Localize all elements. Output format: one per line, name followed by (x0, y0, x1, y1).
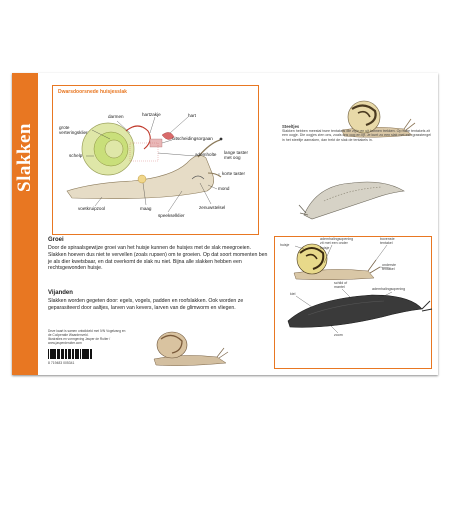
label-korte-taster: korte taster (222, 171, 245, 176)
anatomy-label-huisje: huisje (280, 243, 290, 247)
intestine (125, 125, 151, 150)
barcode-bar (52, 349, 54, 359)
barcode-bar (82, 349, 83, 359)
barcode-bar (75, 349, 77, 359)
steeltjes-heading: Steeltjes (282, 124, 300, 129)
barcode-bar (85, 349, 86, 359)
label-darmen: darmen (108, 114, 124, 119)
barcode-bar (57, 349, 58, 359)
anatomy-label-ademhalingsopening: ademhalingsopening zit met een onder hui… (320, 237, 354, 250)
anatomy-label-kiel: kiel (290, 292, 296, 296)
barcode-bar (88, 349, 89, 359)
barcode-bar (54, 349, 55, 359)
nerve-ring (191, 175, 205, 180)
label-zenuwstelsel: zenuwstelsel (199, 205, 226, 210)
label-uitscheidingsorgaan: uitscheidingsorgaan (172, 136, 213, 141)
label-ademholte: ademholte (195, 152, 217, 157)
label-speekselklier: speekselklier (158, 213, 185, 218)
anatomy-label-ademhalingsopening-2: ademhalingsopening (372, 287, 406, 291)
barcode-bar (71, 349, 72, 359)
short-tentacle (207, 172, 222, 178)
snail-external-illustration (293, 243, 391, 281)
barcode-bar (81, 349, 82, 359)
groei-heading: Groei (48, 237, 64, 243)
barcode-bar (78, 349, 79, 359)
anatomy-label-onderste-tentakel: onderste tentakel (382, 263, 396, 272)
slug-external-illustration (287, 288, 433, 334)
barcode-bar (55, 349, 56, 359)
barcode-bar (86, 349, 88, 359)
groei-text: Door de spiraalsgewijze groei van het hu… (48, 245, 268, 272)
label-voetkruipzool: voetkruipzool (78, 206, 106, 211)
steeltjes-text: Slakken hebben meestal twee tentakels di… (282, 129, 432, 142)
barcode-bar (65, 349, 67, 359)
barcode-bar (63, 349, 64, 359)
barcode-bar (68, 349, 70, 359)
snail-illustration-top (341, 100, 416, 138)
label-hart: hart (188, 113, 196, 118)
barcode-bar (62, 349, 63, 359)
anatomy-label-bovenste-tentakel: bovenste tentakel (380, 237, 395, 246)
snail-body (66, 155, 214, 199)
barcode-bar (58, 349, 60, 359)
barcode-bar (64, 349, 65, 359)
snail-illustration-bottom (153, 331, 229, 366)
barcode-bar (67, 349, 68, 359)
barcode-bar (77, 349, 78, 359)
label-hartzakje: hartzakje (142, 112, 161, 117)
barcode-bar (89, 349, 90, 359)
shell-inner (104, 139, 124, 159)
label-mond: mond (218, 186, 230, 191)
vijanden-text: Slakken worden gegeten door: egels, voge… (48, 298, 244, 311)
barcode-bar (83, 349, 85, 359)
label-schelp: schelp (69, 153, 83, 158)
snail-cross-section-illustration (66, 116, 223, 213)
barcode-bar (56, 349, 57, 359)
tentacle-eye (219, 137, 223, 141)
anatomy-label-zoom: zoom (334, 333, 343, 337)
slug-illustration (298, 181, 405, 220)
side-title-bar (12, 73, 38, 375)
long-tentacle (197, 139, 221, 158)
heart (161, 132, 175, 140)
vijanden-heading: Vijanden (48, 290, 73, 296)
cross-section-leaders (86, 116, 220, 213)
stomach (137, 174, 147, 184)
barcode-bar (72, 349, 74, 359)
barcode-bar (70, 349, 71, 359)
barcode-bar (90, 349, 92, 359)
barcode-bar (79, 349, 81, 359)
anatomy-label-schild: schild of mantel (334, 281, 348, 290)
barcode-bar (74, 349, 75, 359)
credits-text: Deze kaart is samen ontwikkeld met IVN V… (48, 329, 126, 345)
barcode-number: 8 719483 005341 (48, 361, 75, 365)
label-lange-taster: lange taster met oog (224, 150, 249, 160)
barcode-bar (50, 349, 52, 359)
label-maag: maag (140, 206, 152, 211)
barcode (48, 349, 92, 367)
barcode-bar (48, 349, 49, 359)
barcode-bar (49, 349, 50, 359)
lung-mesh (129, 142, 159, 162)
barcode-bar (60, 349, 62, 359)
label-grote-verteringsklier: grote verteringsklier (59, 125, 88, 135)
info-card: Slakken Dwarsdoorsnede huisjesslak (12, 73, 438, 375)
cross-section-title: Dwarsdoorsnede huisjesslak (58, 89, 127, 95)
